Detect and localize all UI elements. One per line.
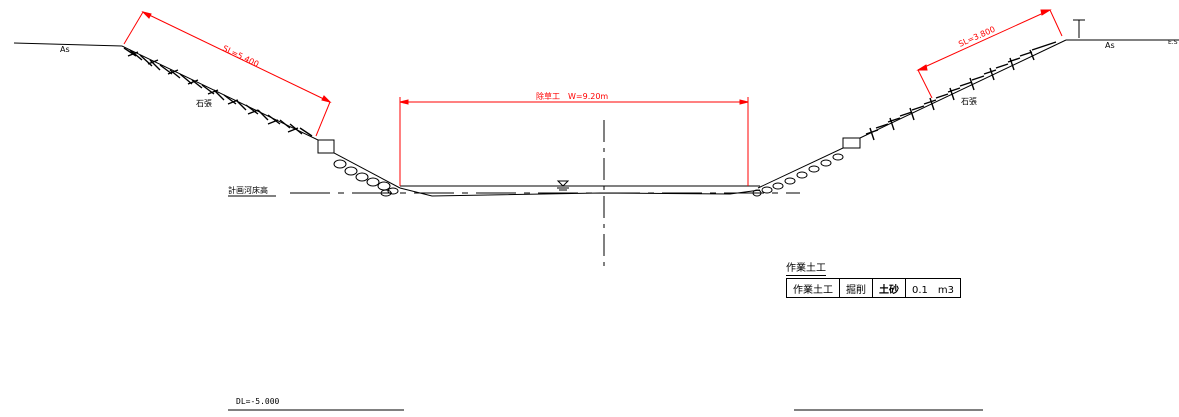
slope-left-dimension [123, 11, 332, 137]
table-row: 作業土工 掘削 土砂 0.1 m3 [786, 278, 962, 298]
table-cell-work-type: 作業土工 [786, 278, 840, 298]
slope-left-label: SL=5.400 [221, 44, 260, 69]
weeding-label: 除草工 W=9.20m [536, 91, 608, 101]
water-level-symbol [556, 180, 570, 191]
left-riprap-stones [333, 159, 399, 197]
ground-line-left [13, 42, 123, 47]
channel-bed-line [399, 187, 761, 197]
left-stone-facing [123, 47, 313, 137]
table-cell-material: 土砂 [872, 278, 906, 298]
slope-right-dimension [916, 9, 1063, 99]
asphalt-label-right: As [1105, 41, 1115, 50]
right-riprap-stones [752, 153, 844, 197]
right-berm-block [842, 137, 861, 149]
work-table-title: 作業土工 [786, 263, 826, 276]
right-stone-facing [865, 41, 1057, 141]
table-cell-operation: 掘削 [839, 278, 873, 298]
datum-label: DL=-5.000 [236, 397, 280, 406]
planned-bed-label: 計画河床高 [228, 185, 268, 195]
left-berm-block [317, 139, 335, 154]
table-cell-quantity: 0.1 m3 [904, 278, 962, 298]
stone-label-right: 石張 [961, 97, 977, 106]
asphalt-label-left: As [60, 45, 70, 54]
edge-mark-label: E.S [1168, 39, 1178, 46]
work-quantity-table: 作業土工 掘削 土砂 0.1 m3 [786, 278, 962, 298]
survey-mark [1073, 19, 1085, 38]
stone-label-left: 石張 [196, 99, 212, 108]
weeding-dimension [399, 97, 749, 186]
